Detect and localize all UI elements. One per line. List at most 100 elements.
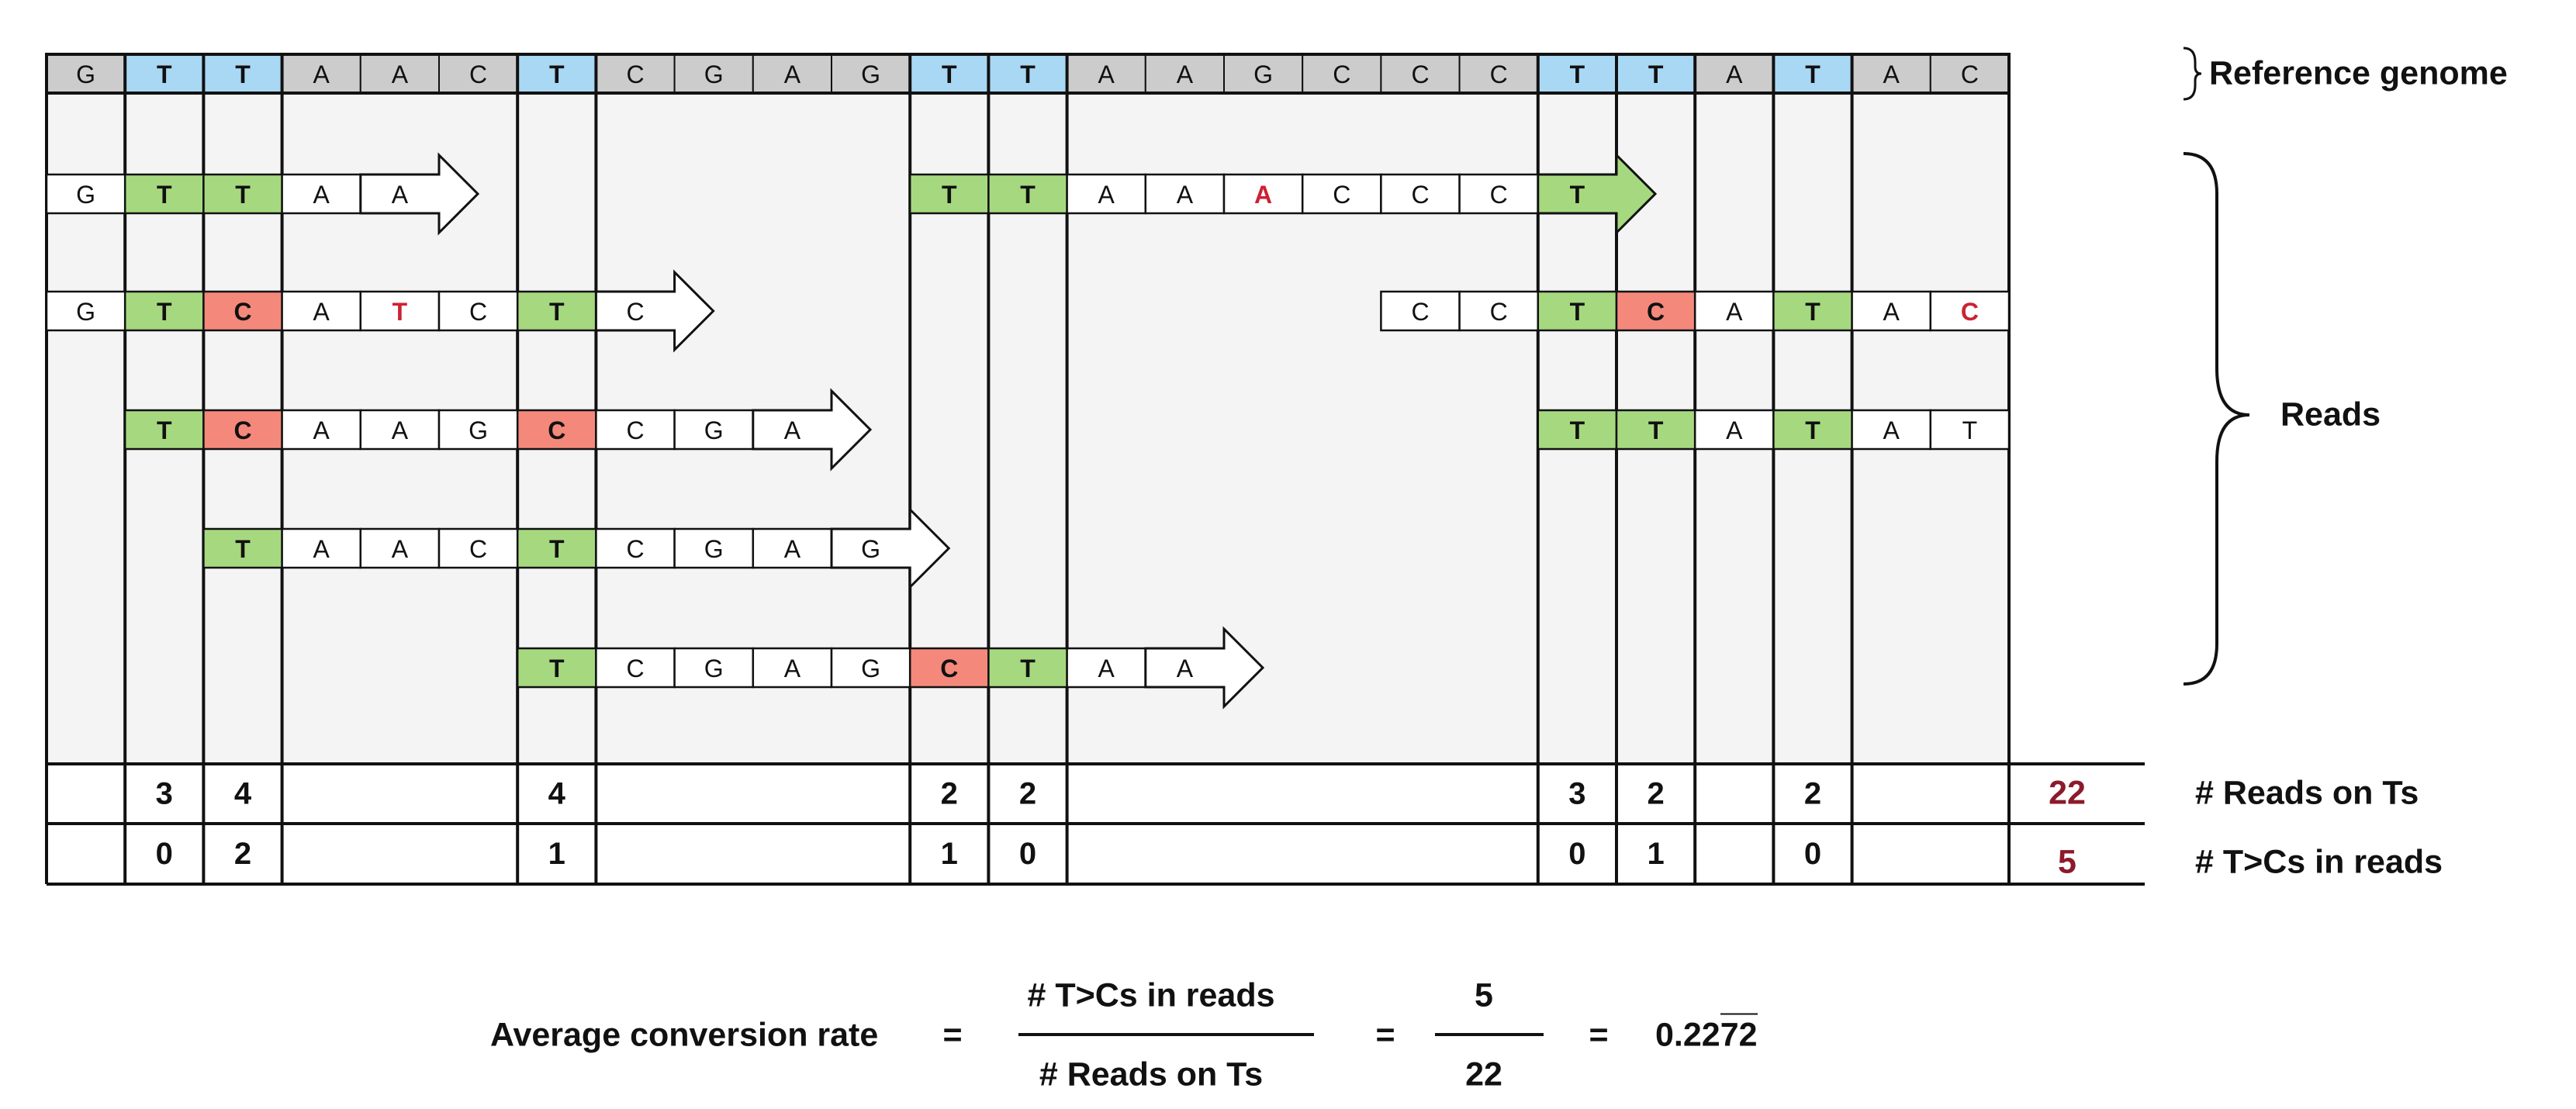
read-cell xyxy=(202,173,283,215)
read-base: A xyxy=(1177,655,1194,682)
read-cell xyxy=(123,290,205,332)
ref-cell xyxy=(909,54,990,94)
read-base: A xyxy=(1883,298,1900,326)
ref-base: C xyxy=(1490,60,1508,88)
formula-result: 0.2272 xyxy=(1655,1013,1758,1055)
ref-base: A xyxy=(1098,60,1115,88)
read-base: C xyxy=(548,416,565,444)
ref-base: C xyxy=(1333,60,1350,88)
ref-cell xyxy=(202,54,283,94)
ref-base: G xyxy=(1253,60,1273,88)
read-base: T xyxy=(1570,298,1585,326)
read-cell xyxy=(1537,290,1618,332)
ref-base: A xyxy=(313,60,330,88)
read-base: C xyxy=(626,298,644,326)
ref-base: T xyxy=(1648,60,1664,88)
read-cell xyxy=(1772,409,1853,451)
ref-base: T xyxy=(1020,60,1036,88)
ref-cell xyxy=(1223,54,1304,94)
read-base: T xyxy=(157,416,172,444)
read-base: T xyxy=(235,181,251,209)
read-base: T xyxy=(549,655,565,682)
ref-base: G xyxy=(861,60,880,88)
ref-base: A xyxy=(1883,60,1900,88)
ref-base: A xyxy=(784,60,801,88)
read-base: C xyxy=(469,535,487,563)
read-cell xyxy=(752,647,833,689)
read-base: A xyxy=(1254,181,1272,209)
tcs-count: 1 xyxy=(1647,837,1664,871)
read-cell xyxy=(1929,290,2011,332)
read-base: A xyxy=(784,416,801,444)
read-cell xyxy=(1144,173,1226,215)
read-base: A xyxy=(784,535,801,563)
read-cell xyxy=(123,173,205,215)
read-cell xyxy=(908,173,990,215)
read-base: C xyxy=(1647,298,1665,326)
reads-on-ts-count: 4 xyxy=(548,777,566,811)
tcs-count: 1 xyxy=(548,837,565,871)
ref-base: A xyxy=(1726,60,1743,88)
read-base: G xyxy=(861,655,880,682)
read-base: T xyxy=(942,181,957,209)
read-base: C xyxy=(1490,181,1508,209)
read-base: C xyxy=(626,416,644,444)
read-cell xyxy=(281,527,362,569)
read-cell xyxy=(1851,409,1932,451)
reads-on-ts-count: 2 xyxy=(1019,777,1036,811)
tcs-in-reads-label: # T>Cs in reads xyxy=(2195,843,2443,881)
formula-equals-3: = xyxy=(1589,1016,1609,1054)
read-cell xyxy=(1458,173,1540,215)
ref-cell xyxy=(1144,54,1226,94)
read-base: C xyxy=(1961,298,1979,326)
read-cell xyxy=(45,173,126,215)
read-cell xyxy=(1066,647,1147,689)
read-base: A xyxy=(1098,655,1115,682)
read-cell xyxy=(1380,290,1461,332)
read-base: T xyxy=(1570,416,1585,444)
read-base: A xyxy=(392,535,409,563)
reads-on-ts-count: 2 xyxy=(1647,777,1664,811)
tcs-count: 1 xyxy=(941,837,958,871)
read-cell xyxy=(595,527,676,569)
read-base: A xyxy=(1726,416,1743,444)
ref-cell xyxy=(1302,54,1382,94)
ref-base: A xyxy=(1177,60,1194,88)
read-arrow xyxy=(1144,626,1265,710)
reference-genome-label: Reference genome xyxy=(2209,54,2508,92)
read-cell xyxy=(1615,290,1696,332)
read-arrow xyxy=(359,152,480,236)
formula-equals-2: = xyxy=(1375,1016,1395,1054)
ref-base: G xyxy=(704,60,724,88)
tcs-count: 0 xyxy=(156,837,173,871)
read-cell xyxy=(281,409,362,451)
formula-equals-1: = xyxy=(942,1016,963,1054)
read-base: G xyxy=(704,416,724,444)
read-base: G xyxy=(704,655,724,682)
tcs-count: 0 xyxy=(1019,837,1036,871)
formula-den-value: 22 xyxy=(1465,1055,1502,1093)
read-base: A xyxy=(1883,416,1900,444)
read-cell xyxy=(281,173,362,215)
read-cell xyxy=(516,527,597,569)
read-cell xyxy=(1380,173,1461,215)
read-base: T xyxy=(549,298,565,326)
ref-base: T xyxy=(549,60,565,88)
read-base: A xyxy=(313,181,330,209)
read-base: C xyxy=(469,298,487,326)
read-base: G xyxy=(861,535,880,563)
read-cell xyxy=(595,409,676,451)
ref-base: A xyxy=(392,60,409,88)
ref-base: C xyxy=(1411,60,1429,88)
read-cell xyxy=(516,409,597,451)
reads-on-ts-count: 3 xyxy=(156,777,173,811)
read-base: A xyxy=(313,416,330,444)
read-base: G xyxy=(76,298,95,326)
ref-base: T xyxy=(157,60,172,88)
read-base: A xyxy=(1726,298,1743,326)
read-base: T xyxy=(235,535,251,563)
read-base: A xyxy=(784,655,801,682)
ref-cell xyxy=(673,54,754,94)
read-base: C xyxy=(1490,298,1508,326)
read-cell xyxy=(1929,409,2011,451)
